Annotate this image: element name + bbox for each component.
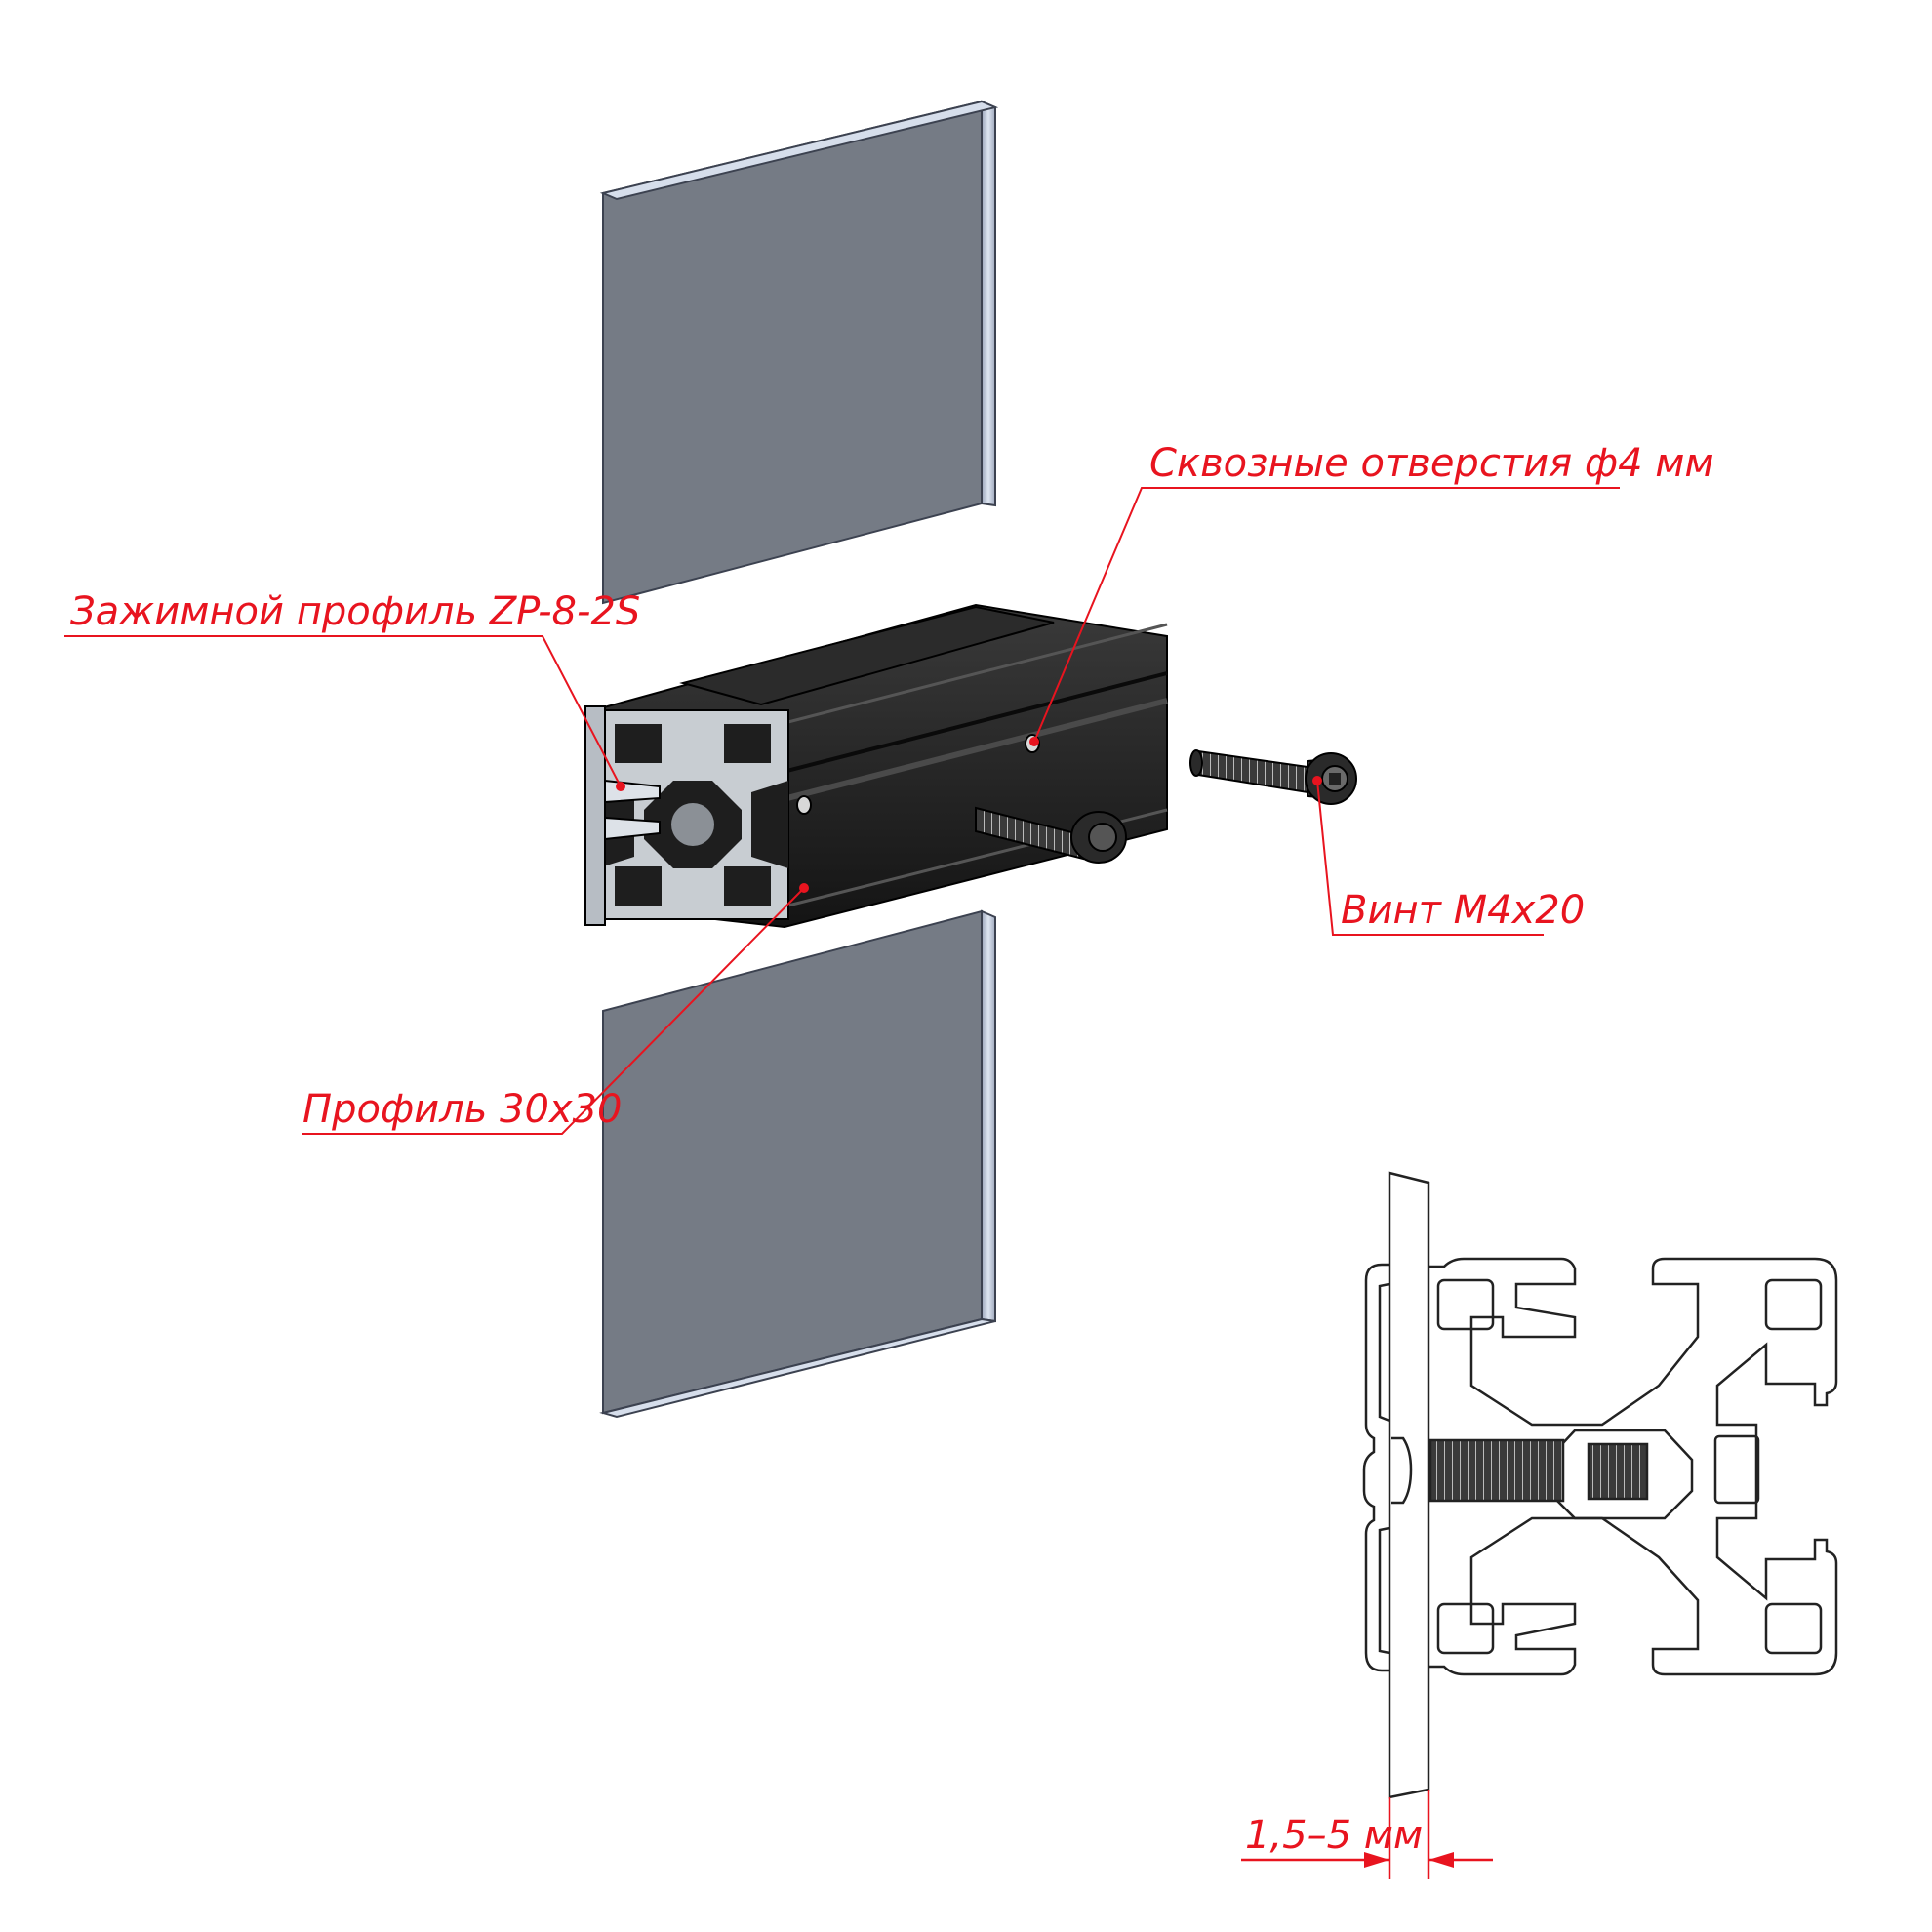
section-profile-outline [1429, 1257, 1838, 1676]
label-clamp-profile: Зажимной профиль ZP-8-2S [70, 589, 640, 634]
screw-installed [975, 806, 1127, 864]
label-through-holes: Сквозные отверстия ф4 мм [1149, 441, 1714, 486]
label-gap: 1,5–5 мм [1245, 1813, 1423, 1858]
cross-section-view [1362, 1171, 1838, 1799]
leader-lines [64, 487, 1620, 1135]
lower-panel [599, 909, 996, 1419]
label-profile: Профиль 30x30 [302, 1087, 622, 1132]
label-screw: Винт M4x20 [1341, 888, 1585, 933]
upper-panel [599, 100, 999, 605]
gap-dimension [1241, 1790, 1493, 1879]
section-clamp-profile [1362, 1263, 1389, 1672]
aluminium-profile-30x30 [584, 603, 1168, 929]
leader-dots [616, 737, 1322, 893]
section-screw [1429, 1438, 1565, 1503]
screw-m4x20 [1189, 749, 1357, 805]
